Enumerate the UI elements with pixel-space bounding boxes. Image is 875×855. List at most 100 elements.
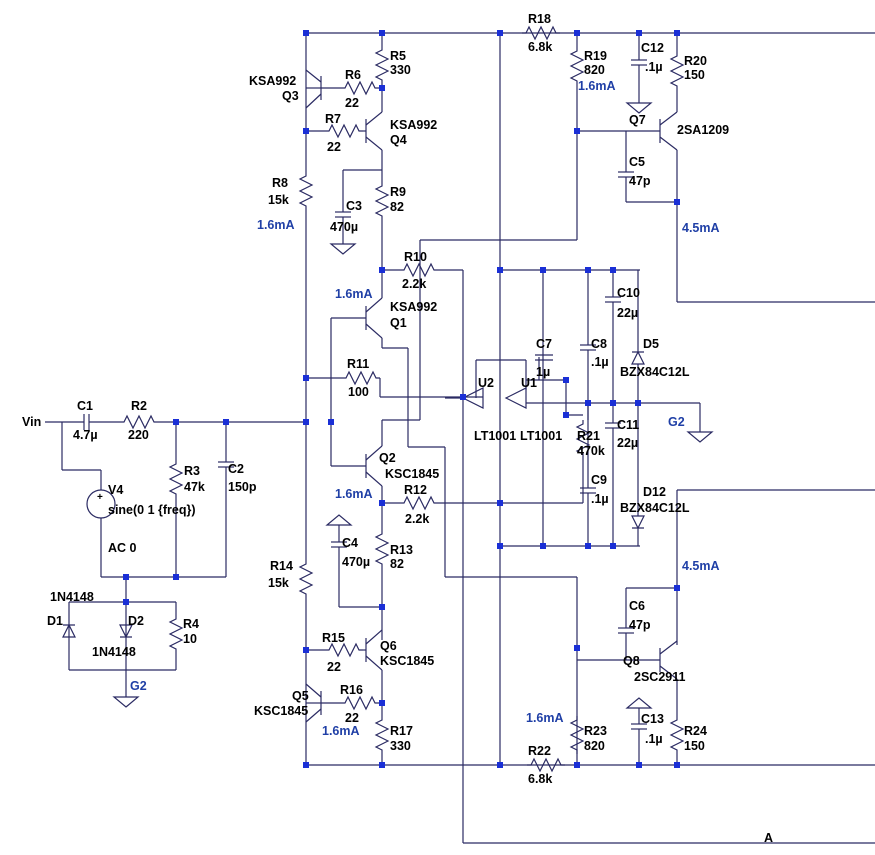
r2-ref: R2 [131,399,147,413]
c6-value: 47p [629,618,651,632]
q1-part: KSA992 [390,300,437,314]
r6-ref: R6 [345,68,361,82]
svg-text:+: + [97,492,103,503]
r19-value: 820 [584,63,605,77]
q5-ref: Q5 [292,689,309,703]
c4-value: 470µ [342,555,370,569]
q2-ref: Q2 [379,451,396,465]
c1-value: 4.7µ [73,428,98,442]
lower-mirror [305,629,389,765]
d2-part: 1N4148 [92,645,136,659]
r22-value: 6.8k [528,772,552,786]
c7-value: 1µ [536,365,550,379]
r2-value: 220 [128,428,149,442]
c11-ref: C11 [617,418,639,432]
r23-ref: R23 [584,724,607,738]
r8-ref: R8 [272,176,288,190]
ground-label-input: G2 [130,679,147,693]
q3-part: KSA992 [249,74,296,88]
d1-part: 1N4148 [50,590,94,604]
u2-ref: U2 [478,376,494,390]
r4-value: 10 [183,632,197,646]
r17-ref: R17 [390,724,413,738]
r3-value: 47k [184,480,205,494]
u1-part: LT1001 [520,429,562,443]
r8-value: 15k [268,193,289,207]
r12-ref: R12 [404,483,427,497]
c5-ref: C5 [629,155,645,169]
upper-output [570,33,875,303]
q6-ref: Q6 [380,639,397,653]
c7-ref: C7 [536,337,552,351]
r10-ref: R10 [404,250,427,264]
r18-value: 6.8k [528,40,552,54]
c1-ref: C1 [77,399,93,413]
q1-current: 1.6mA [335,287,373,301]
r14-value: 15k [268,576,289,590]
u1-ref: U1 [521,376,537,390]
q7-part: 2SA1209 [677,123,729,137]
servo-opamps [445,33,714,765]
upper-mirror [305,33,389,270]
r20-ref: R20 [684,54,707,68]
junction-dots [123,30,680,768]
q5-part: KSC1845 [254,704,308,718]
source-value: sine(0 1 {freq}) [108,503,196,517]
q7-ref: Q7 [629,113,646,127]
r5-value: 330 [390,63,411,77]
r7-ref: R7 [325,112,341,126]
r21-ref: R21 [577,429,600,443]
q4-ref: Q4 [390,133,407,147]
c10-ref: C10 [617,286,640,300]
source-ac: AC 0 [108,541,137,555]
c2-value: 150p [228,480,257,494]
r17-value: 330 [390,739,411,753]
r20-value: 150 [684,68,705,82]
r24-value: 150 [684,739,705,753]
c3-ref: C3 [346,199,362,213]
d12-part: BZX84C12L [620,501,690,515]
r19-current: 1.6mA [578,79,616,93]
r8-current: 1.6mA [257,218,295,232]
r15-ref: R15 [322,631,345,645]
r23-value: 820 [584,739,605,753]
c8-ref: C8 [591,337,607,351]
r6-value: 22 [345,96,359,110]
r11-value: 100 [348,385,369,399]
q7-current: 4.5mA [682,221,720,235]
c12-ref: C12 [641,41,664,55]
c12-value: .1µ [645,60,663,74]
r16-value: 22 [345,711,359,725]
q1-ref: Q1 [390,316,407,330]
r5-ref: R5 [390,49,406,63]
r21-value: 470k [577,444,605,458]
c11-value: 22µ [617,436,638,450]
q8-current: 4.5mA [682,559,720,573]
r22-ref: R22 [528,744,551,758]
q4-part: KSA992 [390,118,437,132]
labels: Vin A G2 G2 V4 sine(0 1 {freq}) AC 0 C1 … [22,12,773,845]
output-label: A [764,831,773,845]
r7-value: 22 [327,140,341,154]
lower-output [521,26,875,772]
r13-ref: R13 [390,543,413,557]
q2-current: 1.6mA [335,487,373,501]
driver-stage [306,239,875,844]
r12-value: 2.2k [405,512,429,526]
q5-current: 1.6mA [322,724,360,738]
r16-ref: R16 [340,683,363,697]
r10-value: 2.2k [402,277,426,291]
r15-value: 22 [327,660,341,674]
d12-ref: D12 [643,485,666,499]
r23-current: 1.6mA [526,711,564,725]
r24-ref: R24 [684,724,707,738]
c6-ref: C6 [629,599,645,613]
r11-ref: R11 [347,357,369,371]
r18-ref: R18 [528,12,551,26]
c8-value: .1µ [591,355,609,369]
d2-ref: D2 [128,614,144,628]
left-bias-bus [299,33,313,765]
source-name: V4 [108,483,123,497]
